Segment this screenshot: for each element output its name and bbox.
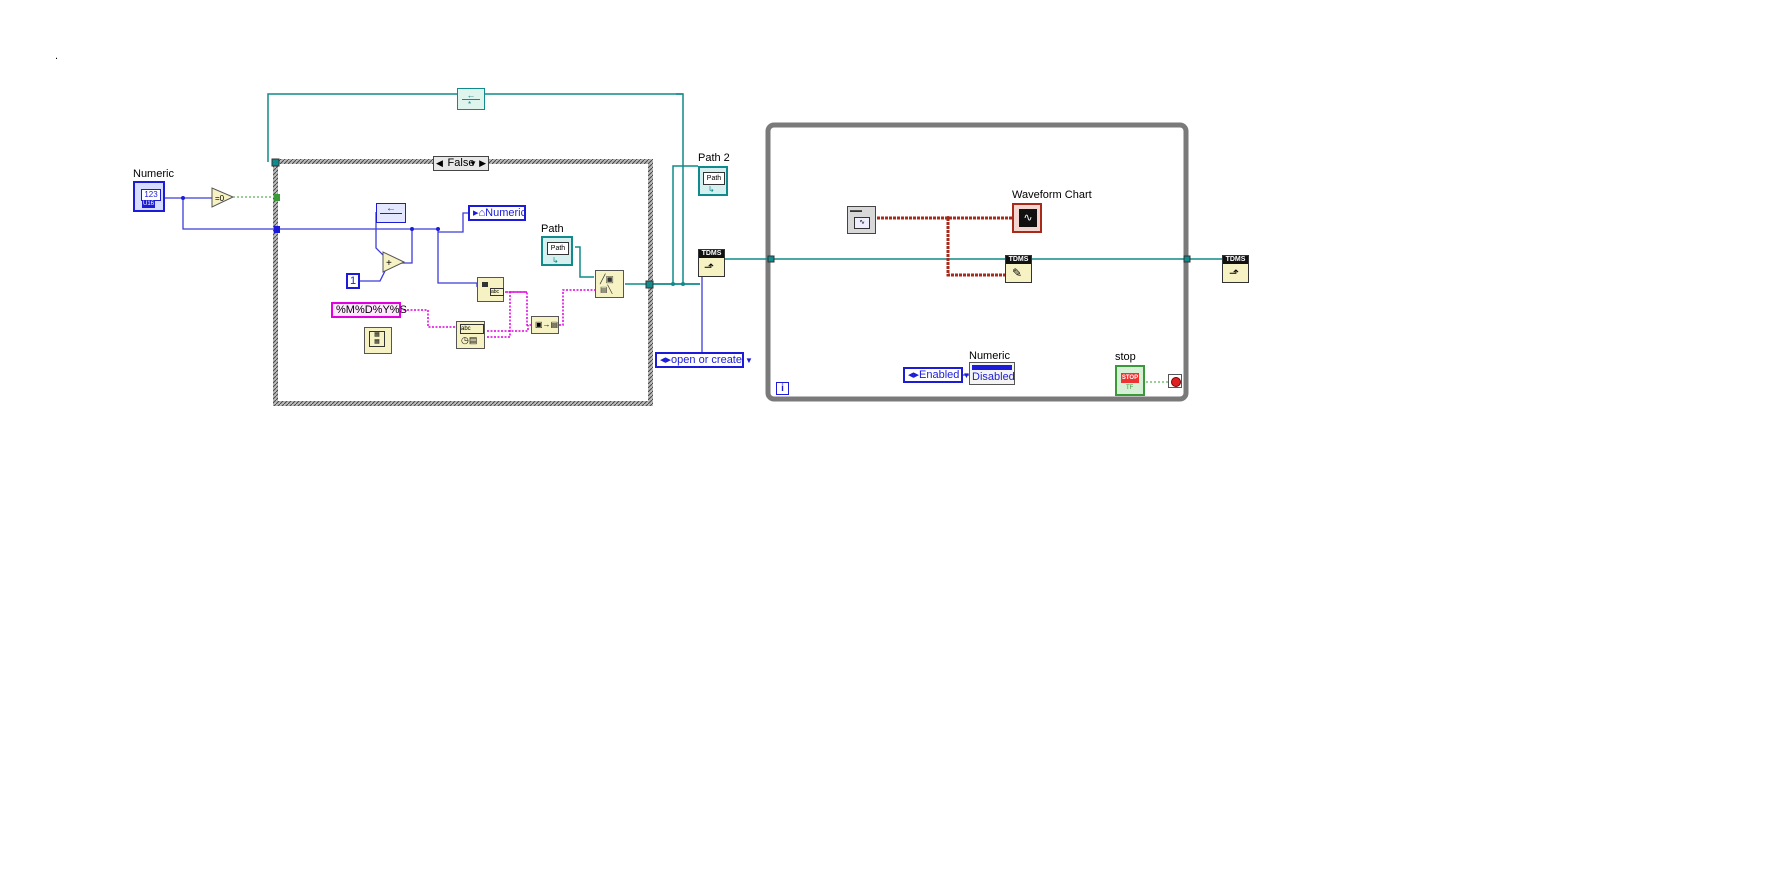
numeric-local-label: Numeric [485, 207, 527, 219]
waveform-chart-label: Waveform Chart [1012, 189, 1092, 201]
stop-label: stop [1115, 351, 1136, 363]
stop-type: TF [1126, 385, 1134, 391]
case-selector-label: False [447, 157, 475, 169]
path-label: Path [541, 223, 564, 235]
numeric-terminal-icon[interactable]: 123 U16 [133, 181, 165, 212]
format-string-constant[interactable]: %M%D%Y%S [331, 302, 407, 318]
tdms-close-icon[interactable]: TDMS ⬏ [1222, 255, 1249, 283]
local-variable-icon: ▸⌂ [473, 207, 486, 219]
svg-text:=0: =0 [215, 194, 225, 203]
chevron-down-icon[interactable]: ▼ [962, 371, 971, 380]
tdms-write-icon[interactable]: TDMS ✎ [1005, 255, 1032, 283]
loop-iteration-label: i [781, 383, 784, 394]
numeric-terminal-type: U16 [142, 201, 156, 208]
case-next-icon[interactable]: ▶ [479, 158, 486, 168]
stop-button-icon[interactable]: STOP TF [1115, 365, 1145, 396]
open-or-create-constant[interactable]: ◂▸open or create ▼ [655, 352, 753, 368]
path2-label: Path 2 [698, 152, 730, 164]
tunnels [181, 158, 1191, 289]
property-node[interactable]: Disabled [969, 362, 1015, 385]
daq-read-icon[interactable]: ▬▬ ∿ [847, 206, 876, 234]
enabled-enum-constant[interactable]: ◂▸Enabled ▼ [903, 367, 970, 383]
open-or-create-label: open or create [671, 354, 742, 366]
path2-glyph: Path [703, 172, 725, 185]
init-star-icon: * [468, 100, 472, 109]
chart-trace-icon: ∿ [1019, 209, 1037, 227]
case-prev-icon[interactable]: ◀ [436, 158, 443, 168]
waveform-wire [877, 216, 1012, 277]
enum-arrows-icon: ◂▸ [908, 369, 920, 381]
string-wire [400, 289, 595, 338]
path-arrow-icon: ↳ [708, 185, 715, 194]
path-glyph: Path [547, 242, 569, 255]
loop-stop-condition-icon[interactable] [1168, 374, 1182, 388]
chevron-down-icon[interactable]: ▼ [745, 356, 753, 365]
feedback-node-icon[interactable]: ← [376, 203, 406, 223]
path-arrow-icon: ↳ [552, 256, 559, 265]
tdms-write-header: TDMS [1006, 256, 1031, 264]
get-date-time-icon[interactable]: ▦▦ [364, 327, 392, 354]
wire-layer [165, 93, 1222, 383]
disabled-property: Disabled [972, 371, 1015, 383]
tdms-open-header: TDMS [699, 250, 724, 258]
path-terminal-icon[interactable]: Path ↳ [698, 166, 728, 196]
add-icon[interactable]: + [382, 251, 406, 273]
equal-to-zero-icon[interactable]: =0 [211, 187, 235, 208]
numeric-local-variable[interactable]: ▸⌂Numeric [468, 205, 526, 221]
enum-arrows-icon: ◂▸ [660, 354, 672, 366]
format-date-time-icon[interactable]: abc ◷▤ [456, 321, 485, 349]
canvas-dot: . [55, 50, 59, 62]
feedback-node-icon[interactable]: ← * [457, 88, 485, 110]
numeric-terminal-glyph: 123 [141, 189, 161, 201]
waveform-chart-icon[interactable]: ∿ [1012, 203, 1042, 233]
numeric-property-label: Numeric [969, 350, 1010, 362]
tdms-close-header: TDMS [1223, 256, 1248, 264]
case-dropdown-icon[interactable]: ▼ [469, 159, 477, 168]
pencil-icon: ✎ [1012, 266, 1023, 280]
svg-text:+: + [386, 258, 392, 269]
concatenate-strings-icon[interactable]: ▣→▤ [531, 316, 559, 334]
case-selector[interactable]: ◀ False ▼ ▶ [433, 156, 489, 171]
constant-one[interactable]: 1 [346, 273, 360, 289]
arrow-left-icon: ← [380, 204, 402, 214]
arrow-left-icon: ← [462, 91, 480, 100]
path-terminal-icon[interactable]: Path ↳ [541, 236, 573, 266]
stop-glyph: STOP [1121, 373, 1139, 383]
enum-enabled-label: Enabled [919, 369, 960, 381]
build-path-icon[interactable]: ╱▣ ▤╲ [595, 270, 624, 298]
loop-iteration-terminal: i [776, 382, 789, 395]
numeric-control-label: Numeric [133, 168, 174, 180]
tdms-open-icon[interactable]: TDMS ⬏ [698, 249, 725, 277]
number-to-string-icon[interactable]: abc [477, 277, 504, 302]
property-node-header-icon [972, 365, 1012, 370]
